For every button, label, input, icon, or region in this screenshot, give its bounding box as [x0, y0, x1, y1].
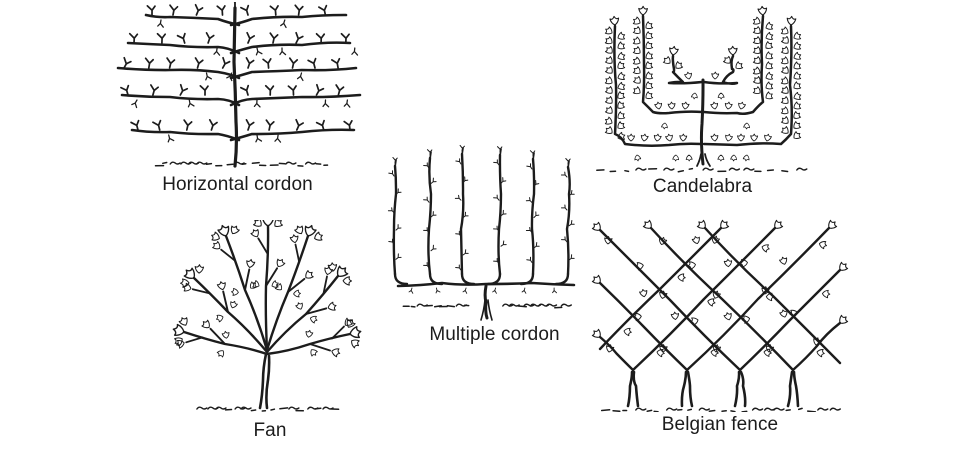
figure-label-candelabra: Candelabra	[652, 176, 753, 197]
figure-label-multiple-cordon: Multiple cordon	[429, 324, 560, 345]
figure-multiple-cordon: Multiple cordon	[382, 134, 607, 346]
figure-horizontal-cordon: Horizontal cordon	[90, 2, 385, 196]
figure-label-fan: Fan	[253, 420, 287, 441]
multiple-cordon-illustration	[387, 144, 576, 321]
figure-candelabra: Candelabra	[585, 4, 820, 198]
fan-illustration	[172, 220, 362, 412]
figure-belgian-fence: Belgian fence	[590, 214, 850, 436]
horizontal-cordon-illustration	[116, 2, 362, 168]
belgian-fence-illustration	[591, 219, 849, 412]
figure-label-belgian-fence: Belgian fence	[661, 414, 779, 435]
figure-label-horizontal-cordon: Horizontal cordon	[162, 174, 313, 195]
candelabra-illustration	[596, 5, 808, 173]
figure-fan: Fan	[170, 220, 370, 442]
